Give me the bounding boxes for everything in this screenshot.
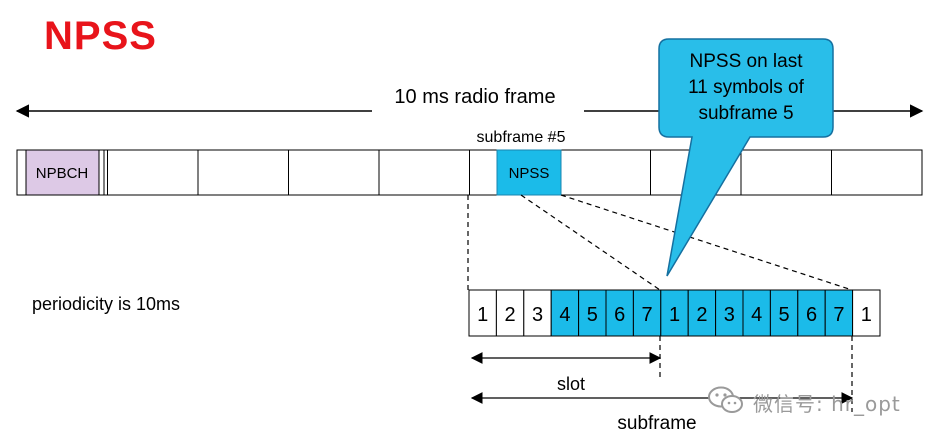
npss-symbol-cell (605, 289, 634, 337)
symbol-number: 5 (779, 304, 790, 326)
symbol-cell (852, 289, 881, 337)
npss-symbol-cell (550, 289, 580, 337)
npss-symbol-cell (797, 289, 826, 337)
symbol-number: 7 (833, 304, 844, 326)
watermark: 微信号: hr_opt (705, 383, 925, 417)
subframe-label: subframe (617, 413, 696, 434)
npss-symbol-cell (660, 289, 689, 337)
npss-label: NPSS (509, 165, 550, 182)
wechat-icon (708, 386, 743, 413)
symbol-number: 4 (751, 304, 762, 326)
npss-symbol-cell (769, 289, 799, 337)
radio-frame-bar: NPBCH NPSS (16, 149, 923, 196)
page-title: NPSS (44, 14, 157, 58)
symbol-number: 1 (669, 304, 680, 326)
callout-line-3: subframe 5 (698, 103, 793, 124)
npbch-label: NPBCH (36, 165, 89, 182)
npbch-block (25, 149, 100, 196)
npss-symbol-cell (578, 289, 607, 337)
slot-label: slot (557, 374, 585, 394)
callout-line-2: 11 symbols of (688, 77, 805, 98)
symbol-number: 3 (532, 304, 543, 326)
periodicity-text: periodicity is 10ms (32, 294, 180, 314)
symbol-number: 2 (696, 304, 707, 326)
symbol-number: 2 (505, 304, 516, 326)
symbol-number: 6 (806, 304, 817, 326)
watermark-text: 微信号: hr_opt (753, 392, 901, 416)
subframe5-label: subframe #5 (477, 129, 566, 146)
symbol-number: 1 (477, 304, 488, 326)
radio-frame-label: 10 ms radio frame (394, 86, 555, 108)
symbol-number: 5 (587, 304, 598, 326)
npss-block (496, 149, 562, 196)
callout-line-1: NPSS on last (690, 51, 804, 72)
symbol-number: 7 (642, 304, 653, 326)
symbol-number: 6 (614, 304, 625, 326)
symbol-number: 3 (724, 304, 735, 326)
symbol-number: 4 (559, 304, 570, 326)
npss-symbol-cell (632, 289, 662, 337)
projection-line (560, 194, 853, 291)
npss-callout (658, 38, 834, 277)
projection-line (520, 194, 661, 291)
symbol-number: 1 (861, 304, 872, 326)
